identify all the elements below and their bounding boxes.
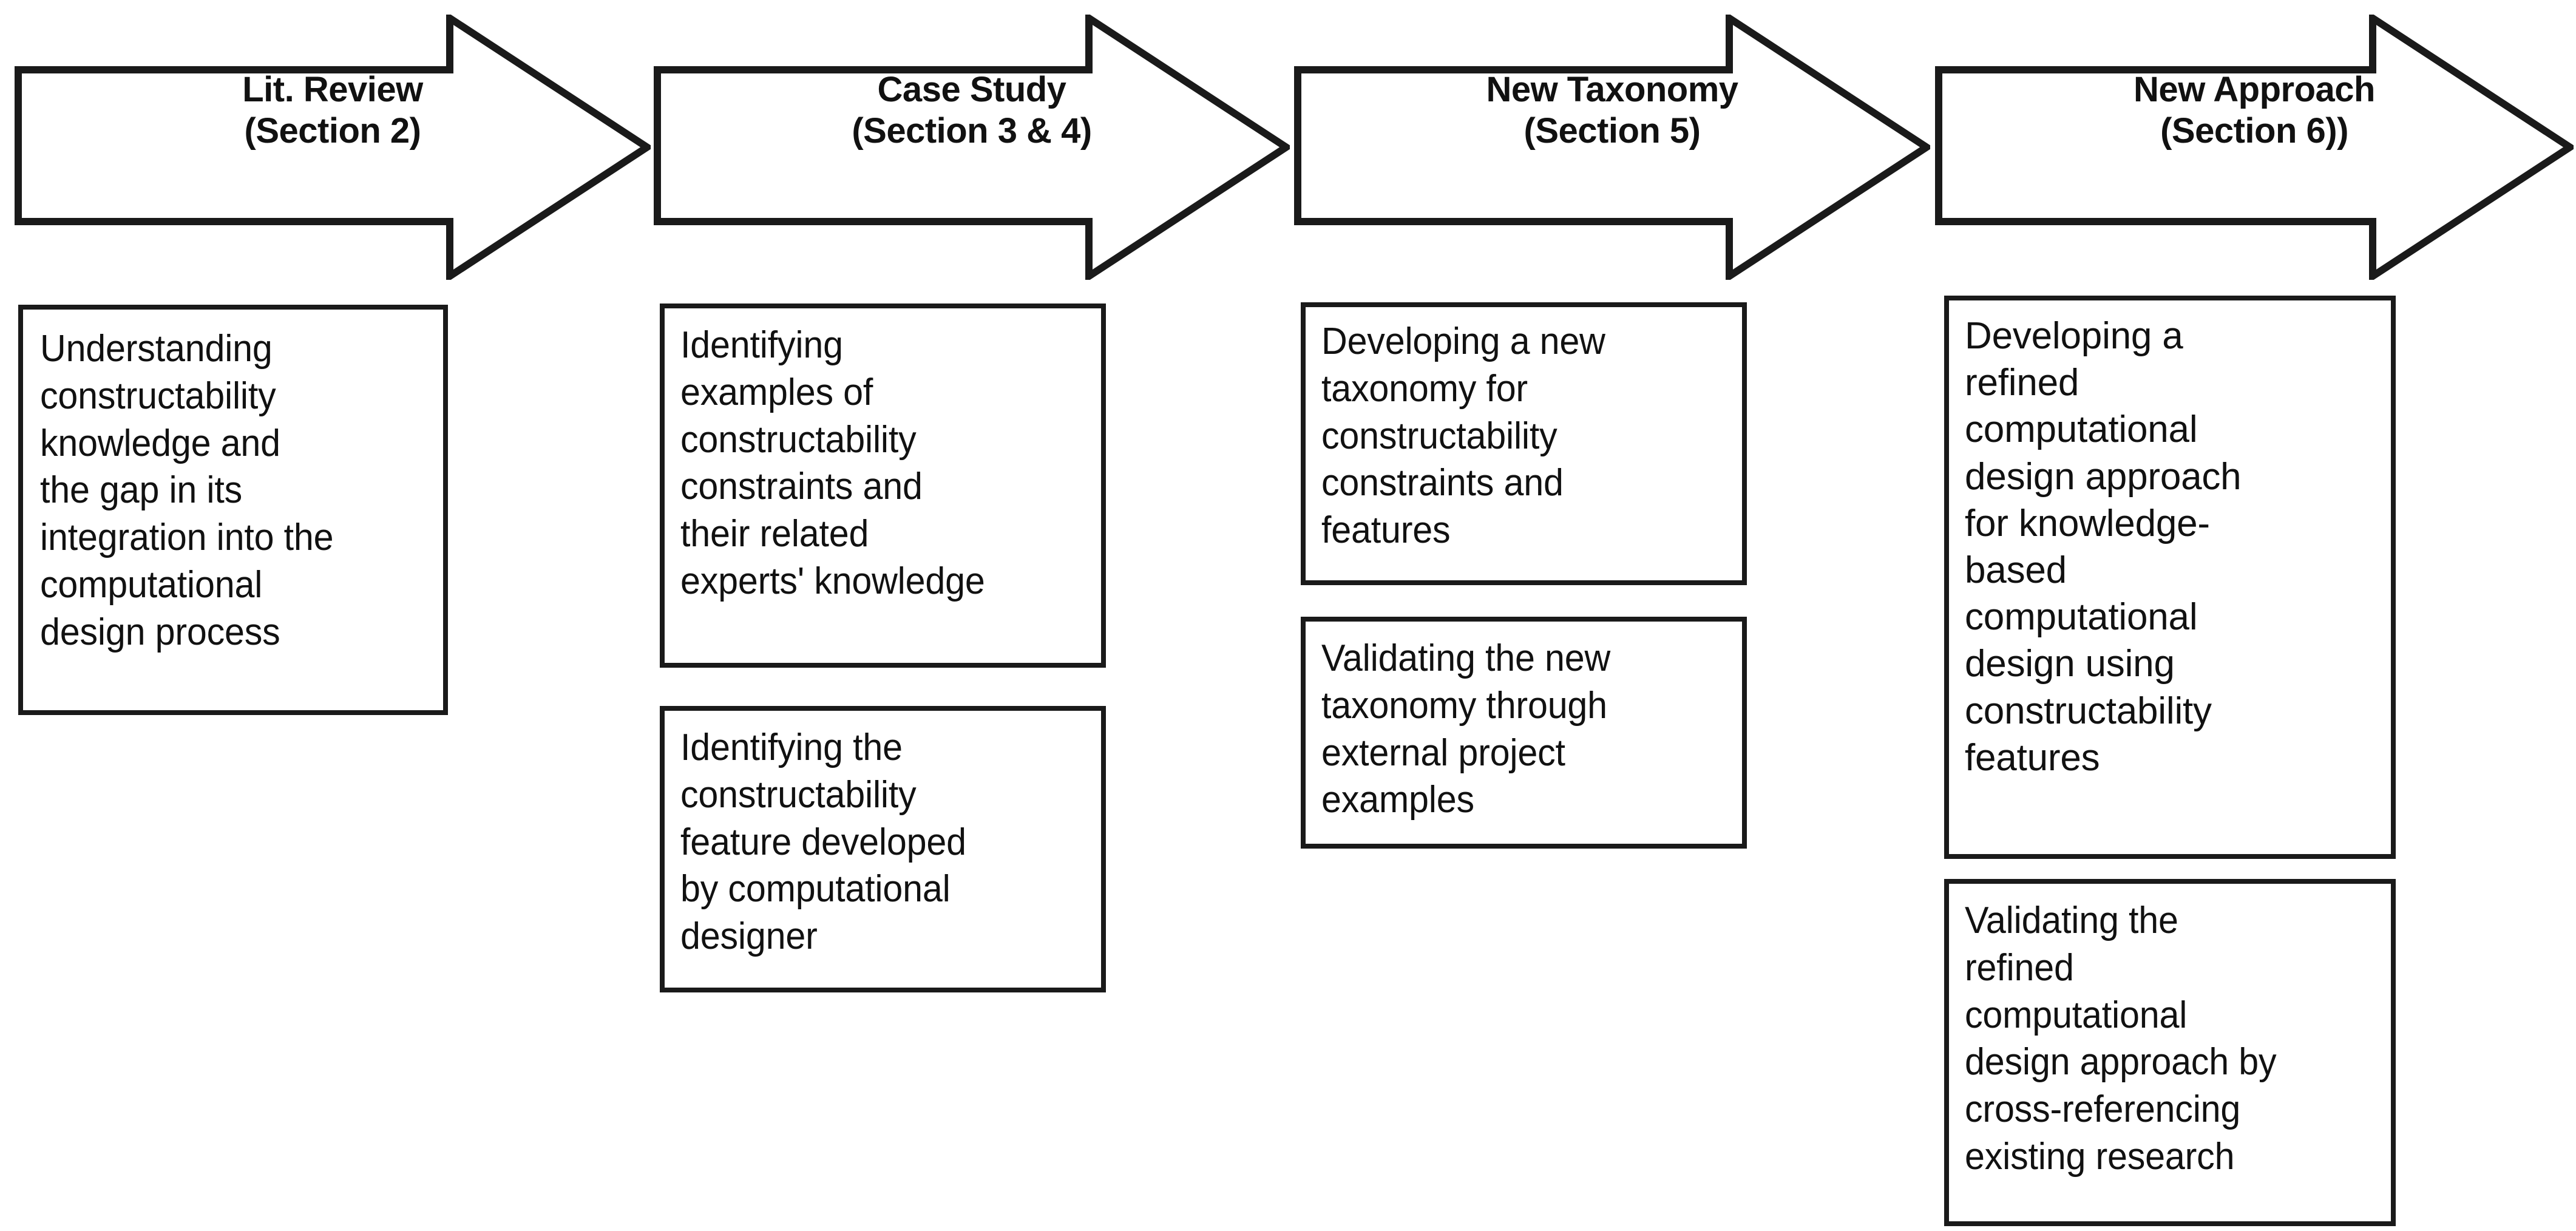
outcome-text: Validating the new taxonomy through exte…: [1321, 637, 1611, 821]
outcome-box-identify-examples: Identifying examples of constructability…: [660, 304, 1106, 668]
stage-arrow-lit-review: Lit. Review (Section 2): [15, 15, 651, 280]
outcome-box-validate-taxonomy: Validating the new taxonomy through exte…: [1301, 617, 1747, 849]
arrow-shape-icon: [15, 15, 651, 280]
outcome-text: Identifying the constructability feature…: [680, 727, 966, 958]
arrow-shape-icon: [1294, 15, 1930, 280]
outcome-box-understanding-gap: Understanding constructability knowledge…: [18, 305, 448, 715]
outcome-text: Developing a new taxonomy for constructa…: [1321, 320, 1605, 552]
outcome-text: Validating the refined computational des…: [1965, 900, 2277, 1178]
arrow-shape-icon: [1935, 15, 2574, 280]
outcome-text: Developing a refined computational desig…: [1965, 315, 2242, 779]
outcome-text: Understanding constructability knowledge…: [40, 328, 334, 653]
outcome-box-identify-feature: Identifying the constructability feature…: [660, 706, 1106, 992]
arrow-shape-icon: [654, 15, 1290, 280]
outcome-text: Identifying examples of constructability…: [680, 324, 985, 602]
stage-arrow-new-taxonomy: New Taxonomy (Section 5): [1294, 15, 1930, 280]
stage-arrow-case-study: Case Study (Section 3 & 4): [654, 15, 1290, 280]
outcome-box-develop-taxonomy: Developing a new taxonomy for constructa…: [1301, 302, 1747, 585]
outcome-box-develop-approach: Developing a refined computational desig…: [1944, 296, 2396, 859]
stage-arrow-new-approach: New Approach (Section 6)): [1935, 15, 2574, 280]
outcome-box-validate-approach: Validating the refined computational des…: [1944, 879, 2396, 1226]
